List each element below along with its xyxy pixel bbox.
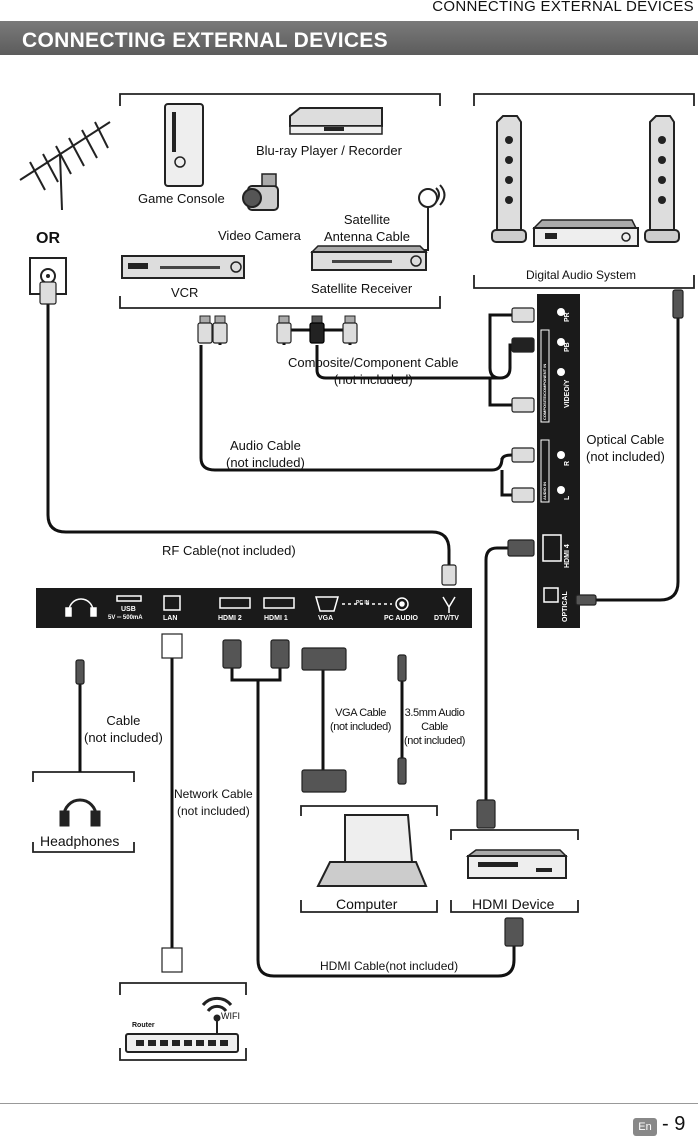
lan-port-label: LAN <box>163 615 178 622</box>
bluray-label: Blu-ray Player / Recorder <box>256 143 402 158</box>
hdmi-cable-label: HDMI Cable(not included) <box>320 959 459 973</box>
side-component-label: COMPOSITE/COMPONENT IN <box>542 363 547 420</box>
side-audio-in-label: AUDIO IN <box>542 482 547 500</box>
satellite-cable-label: Satellite Antenna Cable <box>324 212 411 244</box>
side-optical-label: OPTICAL <box>562 591 569 622</box>
pc-audio-port-label: PC AUDIO <box>384 615 418 622</box>
vga-cable-label: VGA Cable (not included) <box>330 707 392 733</box>
antenna-icon <box>19 121 111 211</box>
side-panel-dividers <box>540 329 550 503</box>
rf-plug <box>39 281 457 586</box>
hdmi-device-icon <box>465 849 568 879</box>
headphones-icon <box>59 798 101 827</box>
network-plugs <box>161 633 183 973</box>
page-number: - 9 <box>662 1113 686 1135</box>
audio-jack-plugs <box>75 654 407 785</box>
headphones-label: Headphones <box>40 833 120 849</box>
rf-cable-label: RF Cable(not included) <box>162 543 296 558</box>
tv-bottom-panel <box>36 588 472 628</box>
hdmi-device-label: HDMI Device <box>472 896 555 912</box>
composite-cable-label: Composite/Component Cable (not included) <box>288 355 459 387</box>
tv-side-panel <box>537 294 580 628</box>
side-pb-label: PB <box>564 342 571 352</box>
digital-audio-label: Digital Audio System <box>526 268 637 282</box>
wifi-icon <box>201 996 233 1034</box>
side-rca-plugs <box>511 307 535 503</box>
satellite-dish-icon <box>418 184 446 251</box>
wifi-label: WIFI <box>221 1011 240 1021</box>
headphone-cable-label: Cable (not included) <box>84 713 163 745</box>
game-console-icon <box>164 103 204 187</box>
tv-bottom-port-icons <box>65 595 456 617</box>
audio-35mm-cable-label: 3.5mm Audio Cable (not included) <box>404 707 466 747</box>
footer-divider <box>0 1103 698 1104</box>
laptop-icon <box>316 814 428 887</box>
video-camera-label: Video Camera <box>218 228 301 243</box>
vcr-icon <box>121 255 245 279</box>
hdmi1-port-label: HDMI 1 <box>264 615 288 622</box>
computer-label: Computer <box>336 896 398 912</box>
side-hdmi4-label: HDMI 4 <box>564 544 571 568</box>
pc-in-label: PC IN <box>356 600 370 606</box>
title-banner: CONNECTING EXTERNAL DEVICES <box>0 21 698 55</box>
hdmi2-port-label: HDMI 2 <box>218 615 242 622</box>
audio-cable-label: Audio Cable (not included) <box>226 438 305 470</box>
network-cable-label: Network Cable (not included) <box>174 787 253 818</box>
side-panel-jacks <box>542 308 565 603</box>
side-r-label: R <box>564 460 571 466</box>
vcr-label: VCR <box>171 285 199 300</box>
digital-audio-system-icon <box>491 115 680 247</box>
device-group-bracket <box>32 93 695 1061</box>
router-label: Router <box>132 1022 155 1029</box>
optical-cable-label: Optical Cable (not included) <box>586 432 665 464</box>
vga-plugs <box>301 647 347 793</box>
game-console-label: Game Console <box>138 191 225 206</box>
section-header: CONNECTING EXTERNAL DEVICES <box>432 0 694 15</box>
hdmi-plugs <box>222 539 535 947</box>
router-icon <box>125 1033 239 1053</box>
dtv-port-label: DTV/TV <box>434 615 459 622</box>
satellite-receiver-icon <box>310 245 428 271</box>
page-title: CONNECTING EXTERNAL DEVICES <box>22 29 388 52</box>
video-camera-icon <box>242 173 279 211</box>
usb-rating-label: 5V ═ 500mA <box>108 615 143 621</box>
optical-plugs <box>575 289 684 606</box>
side-l-label: L <box>564 495 571 500</box>
bluray-player-icon <box>289 107 383 135</box>
vga-port-label: VGA <box>318 615 334 622</box>
side-pr-label: PR <box>564 312 571 322</box>
side-video-label: VIDEO/Y <box>564 379 571 408</box>
language-badge: En <box>633 1118 657 1136</box>
satellite-receiver-label: Satellite Receiver <box>311 281 413 296</box>
usb-port-label: USB <box>121 606 136 613</box>
or-label: OR <box>36 230 60 247</box>
